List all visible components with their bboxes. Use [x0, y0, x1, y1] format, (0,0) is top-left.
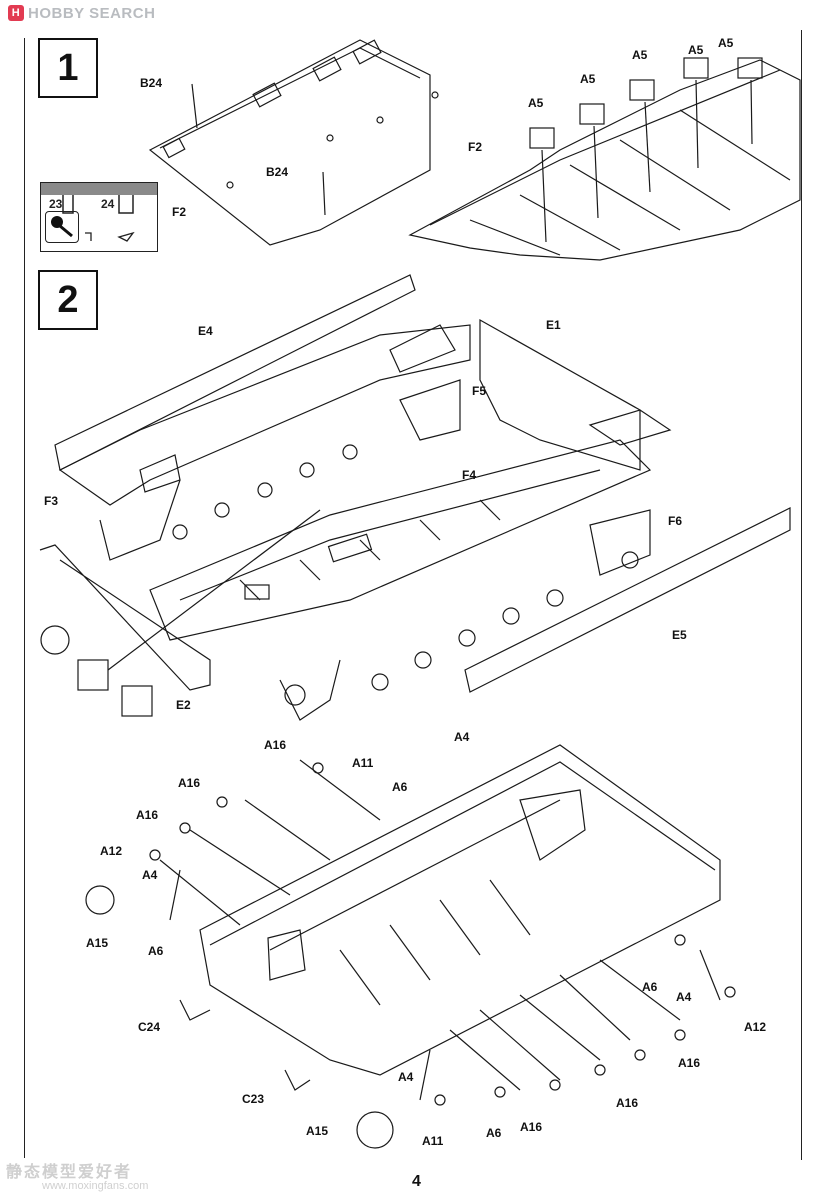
- label-f5: F5: [472, 384, 487, 398]
- label-a5-4: A5: [688, 43, 704, 57]
- label-a15-a: A15: [86, 936, 109, 950]
- label-b24-top: B24: [140, 76, 163, 90]
- step-1-number: 1: [38, 38, 98, 98]
- label-e2: E2: [176, 698, 191, 712]
- brand-header: H HOBBY SEARCH: [8, 3, 155, 23]
- label-a11-a: A11: [352, 756, 374, 770]
- page-number: 4: [412, 1173, 421, 1190]
- part-detail-inset: 23 24: [40, 182, 158, 252]
- brand-name: HOBBY SEARCH: [28, 4, 156, 22]
- nipper-cut-icon: [45, 211, 79, 243]
- label-f4: F4: [462, 468, 477, 482]
- label-a4-b: A4: [142, 868, 158, 882]
- label-a16-c: A16: [136, 808, 159, 822]
- watermark-chinese: 静态模型爱好者: [6, 1164, 133, 1181]
- label-c24: C24: [138, 1020, 161, 1034]
- label-e5: E5: [672, 628, 687, 642]
- label-a5-3: A5: [632, 48, 648, 62]
- right-border: [801, 30, 802, 1160]
- label-f2-left: F2: [172, 205, 187, 219]
- step-2-number: 2: [38, 270, 98, 330]
- label-a15-b: A15: [306, 1124, 329, 1138]
- label-a12-a: A12: [100, 844, 123, 858]
- label-a6-d: A6: [642, 980, 658, 994]
- label-a4-c: A4: [398, 1070, 414, 1084]
- label-f3: F3: [44, 494, 59, 508]
- label-c23: C23: [242, 1092, 265, 1106]
- label-e4: E4: [198, 324, 213, 338]
- brand-logo-icon: H: [8, 5, 24, 21]
- label-b24-bottom: B24: [266, 165, 289, 179]
- left-border: [24, 38, 25, 1158]
- label-a16-a: A16: [264, 738, 287, 752]
- watermark-url: www.moxingfans.com: [42, 1180, 149, 1192]
- label-a12-b: A12: [744, 1020, 767, 1034]
- label-a16-f: A16: [678, 1056, 701, 1070]
- label-a16-b: A16: [178, 776, 201, 790]
- label-a6-b: A6: [148, 944, 164, 958]
- label-a5-2: A5: [580, 72, 596, 86]
- label-a11-b: A11: [422, 1134, 444, 1148]
- label-a5-5: A5: [718, 36, 734, 50]
- inset-label-24: 24: [101, 197, 115, 211]
- label-f2-right: F2: [468, 140, 483, 154]
- label-e1: E1: [546, 318, 561, 332]
- inset-label-23: 23: [49, 197, 63, 211]
- label-a6-c: A6: [486, 1126, 502, 1140]
- label-a5-1: A5: [528, 96, 544, 110]
- label-a16-d: A16: [520, 1120, 543, 1134]
- label-f6: F6: [668, 514, 683, 528]
- label-a4-d: A4: [676, 990, 692, 1004]
- label-a16-e: A16: [616, 1096, 639, 1110]
- sprue-bar: [41, 183, 157, 195]
- label-a4-a: A4: [454, 730, 470, 744]
- label-a6-a: A6: [392, 780, 408, 794]
